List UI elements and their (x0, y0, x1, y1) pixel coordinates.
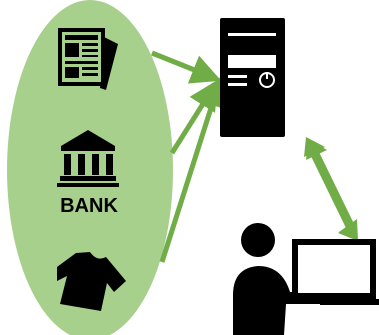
laptop-icon (292, 239, 379, 305)
bank-label: BANK (60, 195, 118, 217)
arrow-newspaper-to-server (151, 50, 222, 84)
server-tower-icon (220, 18, 285, 137)
person-icon (233, 223, 320, 335)
newspaper-icon (58, 28, 118, 90)
arrow-shirt-to-server (159, 76, 227, 263)
bidirectional-arrow (304, 137, 358, 241)
sources-ellipse (7, 0, 173, 335)
tshirt-icon (57, 252, 126, 311)
bank-icon: BANK (57, 130, 119, 217)
